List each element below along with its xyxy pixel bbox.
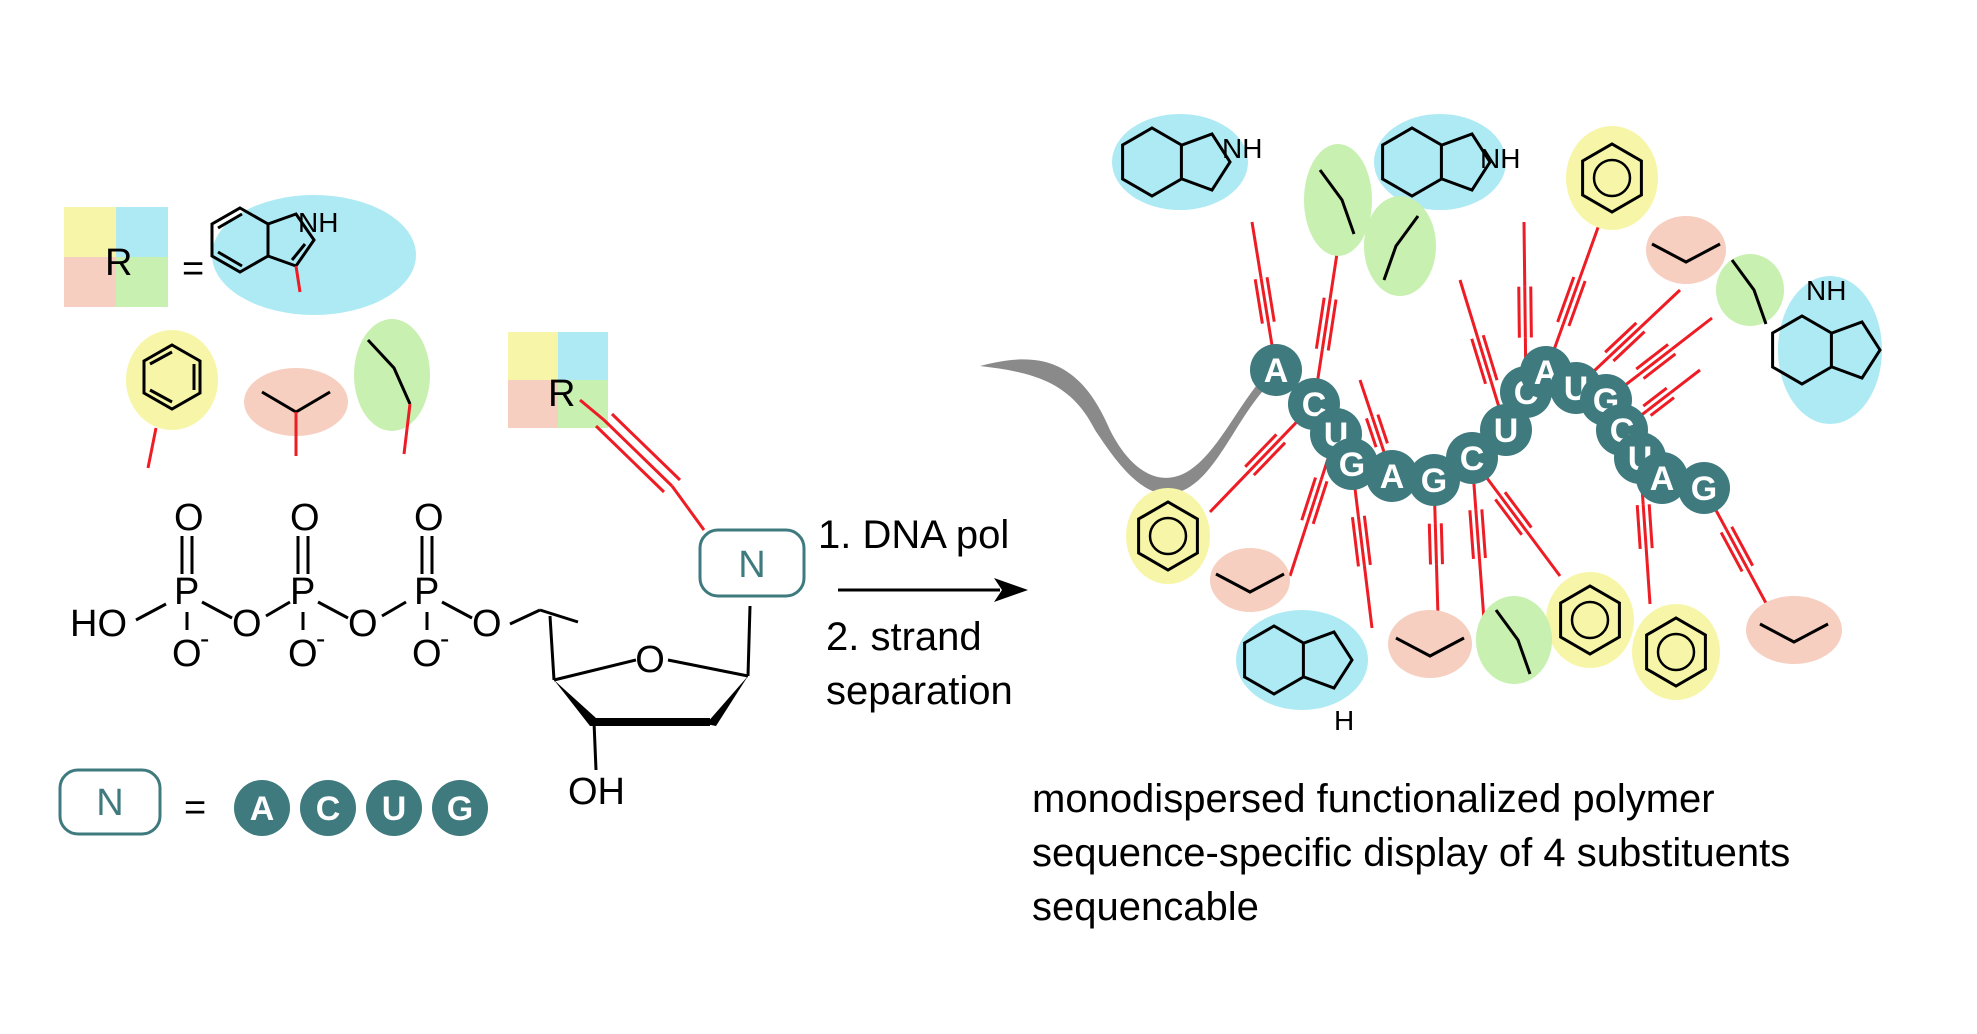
- indole-nh: NH: [1806, 275, 1846, 306]
- alkyne-linker: [1468, 457, 1487, 621]
- step-2-label-line1: 2. strand: [826, 615, 982, 659]
- phenyl-icon: [1566, 126, 1658, 230]
- nucleotide-badge-U: U: [366, 780, 422, 836]
- anionic-oxygen: O: [172, 633, 202, 675]
- caption-line-2: sequence-specific display of 4 substitue…: [1032, 831, 1790, 875]
- indole-icon: NH: [1374, 114, 1520, 210]
- phosphorus-atom: P: [174, 571, 199, 613]
- indole-nh: H: [1334, 705, 1354, 736]
- negative-charge: -: [440, 623, 449, 654]
- phosphorus-atom: P: [290, 571, 315, 613]
- nucleobase-n: N: [738, 544, 765, 586]
- negative-charge: -: [200, 623, 209, 654]
- bridging-oxygen: O: [232, 603, 262, 645]
- sequence-nucleotide-15: A: [1636, 452, 1688, 504]
- sequence-letter: G: [1691, 470, 1717, 508]
- sequence-nucleotide-5: A: [1366, 450, 1418, 502]
- phenyl-icon: [1546, 572, 1634, 668]
- sequence-nucleotide-16: G: [1678, 462, 1730, 514]
- phosphoryl-oxygen: O: [290, 497, 320, 539]
- phenyl-substituent-icon: [126, 330, 218, 469]
- equals-sign-2: =: [184, 787, 206, 829]
- phenyl-icon: [1632, 604, 1720, 700]
- sequence-letter: G: [1421, 462, 1447, 500]
- nucleobase-box: [698, 528, 806, 598]
- indole-icon: NH: [1771, 275, 1882, 424]
- negative-charge: -: [316, 623, 325, 654]
- alkyne-linker: [1350, 463, 1374, 629]
- phosphoryl-oxygen: O: [414, 497, 444, 539]
- sequence-letter: G: [1339, 446, 1365, 484]
- nucleotide-badge-C: C: [300, 780, 356, 836]
- propyl-icon: [1476, 596, 1552, 684]
- anionic-oxygen: O: [288, 633, 318, 675]
- sequence-letter: A: [1650, 460, 1675, 498]
- r-symbol-2: R: [548, 373, 575, 415]
- oh-label: OH: [568, 771, 625, 813]
- isopropyl-icon: [1746, 596, 1842, 664]
- indole-nh: NH: [1480, 143, 1520, 174]
- indole-icon: NH: [1112, 114, 1262, 210]
- propyl-icon: [1364, 196, 1436, 296]
- r-group-legend: R = NH: [58, 195, 488, 836]
- r-quad-square: R: [64, 207, 168, 307]
- step-2-label-line2: separation: [826, 669, 1013, 713]
- isopropyl-substituent-icon: [244, 368, 348, 456]
- indole-substituent-icon: NH: [210, 195, 416, 315]
- indole-nh: NH: [1222, 133, 1262, 164]
- isopropyl-icon: [1646, 216, 1726, 284]
- ring-oxygen: O: [635, 639, 665, 681]
- phosphorus-atom: P: [414, 571, 439, 613]
- product-substituents: NH NH NH H: [1112, 114, 1882, 736]
- template-strand-ribbon: [980, 359, 1270, 495]
- caption-line-1: monodispersed functionalized polymer: [1032, 777, 1715, 821]
- phosphate-group-1: OPO-O: [172, 497, 291, 675]
- nucleotide-badge-G: G: [432, 780, 488, 836]
- nucleotide-letter: U: [382, 790, 407, 828]
- sequence-nucleotide-6: G: [1408, 454, 1460, 506]
- step-1-label: 1. DNA pol: [818, 513, 1009, 557]
- reaction-arrow: 1. DNA pol 2. strand separation: [818, 513, 1028, 713]
- nucleobase-legend: N = A C U G: [58, 768, 488, 836]
- indole-nh-label: NH: [298, 207, 338, 238]
- n-symbol: N: [96, 782, 123, 824]
- r-alkyne-substituent: R: [508, 332, 706, 531]
- nucleotide-letter: C: [316, 790, 341, 828]
- phenyl-icon: [1126, 488, 1210, 584]
- equals-sign: =: [182, 248, 204, 290]
- sequence-letter: C: [1460, 440, 1485, 478]
- sequence-letter: U: [1494, 412, 1519, 450]
- phosphoryl-oxygen: O: [174, 497, 204, 539]
- indole-icon: H: [1236, 610, 1368, 736]
- isopropyl-icon: [1388, 610, 1472, 678]
- ho-label: HO: [70, 603, 127, 645]
- sequence-letter: A: [1264, 352, 1289, 390]
- phosphate-group-2: OPO-O: [288, 497, 407, 675]
- r-symbol: R: [105, 242, 132, 284]
- propyl-icon: [1304, 144, 1372, 256]
- anionic-oxygen: O: [412, 633, 442, 675]
- sequence-nucleotide-4: G: [1326, 438, 1378, 490]
- sequence-nucleotide-1: A: [1250, 344, 1302, 396]
- nucleotide-letter: G: [447, 790, 473, 828]
- caption: monodispersed functionalized polymer seq…: [1032, 777, 1790, 929]
- bridging-oxygen: O: [472, 603, 502, 645]
- phosphate-group-3: OPO-O: [412, 497, 502, 675]
- nucleotide-badge-A: A: [234, 780, 290, 836]
- isopropyl-icon: [1210, 548, 1290, 612]
- caption-line-3: sequencable: [1032, 885, 1259, 929]
- propyl-icon: [1716, 254, 1784, 326]
- deoxyribose-ring: O OH: [548, 605, 752, 813]
- sequence-letter: A: [1380, 458, 1405, 496]
- bridging-oxygen: O: [348, 603, 378, 645]
- propyl-substituent-icon: [354, 319, 430, 455]
- nucleotide-letter: A: [250, 790, 275, 828]
